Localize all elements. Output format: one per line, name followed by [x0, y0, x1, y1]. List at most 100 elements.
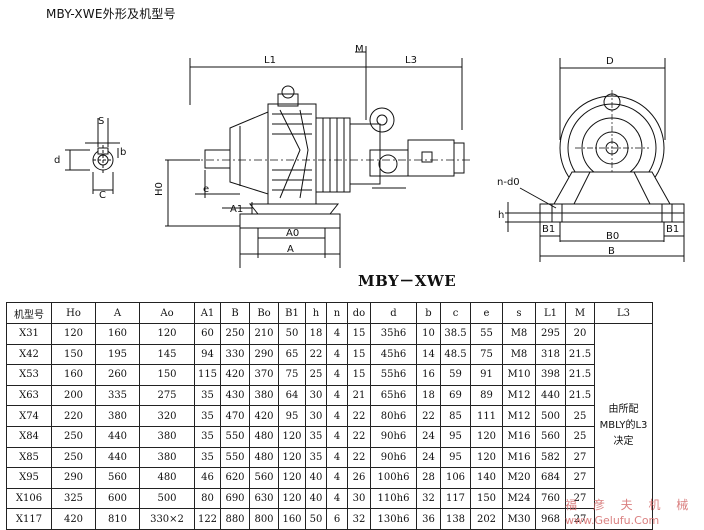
table-cell: 200: [51, 384, 96, 407]
table-cell: 115: [194, 364, 221, 386]
table-cell: 20: [565, 323, 595, 345]
table-cell: 4: [326, 487, 348, 510]
table-cell: 380: [95, 405, 140, 427]
table-header: d: [370, 302, 417, 324]
table-cell: 50: [305, 508, 327, 530]
table-cell: 22: [347, 425, 371, 448]
table-cell: 40: [305, 467, 327, 489]
table-cell: 195: [95, 343, 140, 366]
label-H0: H0: [154, 182, 165, 196]
table-cell: 27: [565, 467, 595, 489]
table-cell: 26: [347, 467, 371, 489]
table-cell: 89: [470, 384, 503, 407]
table-cell: 325: [51, 487, 96, 510]
table-cell: 620: [220, 467, 250, 489]
table-cell: X63: [6, 384, 52, 407]
table-cell: 27: [565, 446, 595, 469]
table-cell: 968: [535, 508, 566, 530]
table-cell: 560: [535, 425, 566, 448]
table-cell: 430: [220, 384, 250, 407]
table-cell: 35: [305, 446, 327, 469]
table-cell: 16: [416, 364, 441, 386]
watermark-url: www.Gelufu.Com: [565, 514, 660, 527]
table-cell: 330: [220, 343, 250, 366]
table-cell: 120: [278, 467, 306, 489]
table-cell: 295: [535, 323, 566, 345]
table-cell: 75: [278, 364, 306, 386]
table-cell: 684: [535, 467, 566, 489]
table-cell: 120: [51, 323, 96, 345]
table-header: Ho: [51, 302, 96, 324]
table-cell: 420: [249, 405, 279, 427]
table-cell: 4: [326, 467, 348, 489]
table-cell: 320: [139, 405, 195, 427]
label-d: d: [54, 155, 60, 166]
table-cell: M12: [502, 384, 536, 407]
table-cell: 55h6: [370, 364, 417, 386]
label-h: h: [498, 210, 504, 221]
table-cell: 760: [535, 487, 566, 510]
label-b: b: [120, 147, 126, 158]
table-cell: 145: [139, 343, 195, 366]
table-cell: 480: [249, 425, 279, 448]
table-cell: 69: [440, 384, 471, 407]
table-cell: 95: [440, 425, 471, 448]
table-cell: 560: [249, 467, 279, 489]
table-cell: 35: [194, 384, 221, 407]
table-cell: 160: [51, 364, 96, 386]
label-S: S: [98, 116, 104, 127]
table-cell: 250: [51, 446, 96, 469]
table-cell: M12: [502, 405, 536, 427]
table-cell: 59: [440, 364, 471, 386]
table-cell: 18: [416, 384, 441, 407]
table-cell: 4: [326, 425, 348, 448]
table-cell: M30: [502, 508, 536, 530]
table-cell: 130h6: [370, 508, 417, 530]
label-L3: L3: [405, 55, 417, 66]
table-cell: 55: [470, 323, 503, 345]
table-header-row: 机型号 Ho A Ao A1 B Bo B1 h n do d b c e s …: [6, 302, 653, 324]
table-cell: 150: [139, 364, 195, 386]
table-cell: 202: [470, 508, 503, 530]
table-cell: 4: [326, 384, 348, 407]
table-cell: 275: [139, 384, 195, 407]
label-D: D: [606, 56, 614, 67]
table-cell: 160: [278, 508, 306, 530]
label-M: M: [355, 44, 364, 55]
label-B1-right: B1: [666, 224, 679, 235]
table-cell: 32: [347, 508, 371, 530]
table-cell: 75: [470, 343, 503, 366]
table-cell: 91: [470, 364, 503, 386]
table-header: c: [440, 302, 471, 324]
table-header: s: [502, 302, 536, 324]
table-cell: 550: [220, 446, 250, 469]
table-cell: 330×2: [139, 508, 195, 530]
table-cell: 30: [305, 405, 327, 427]
table-cell: 420: [51, 508, 96, 530]
table-cell: M8: [502, 343, 536, 366]
table-cell: 6: [326, 508, 348, 530]
table-cell: 582: [535, 446, 566, 469]
table-header: n: [326, 302, 348, 324]
table-cell: 4: [326, 446, 348, 469]
table-header: B1: [278, 302, 306, 324]
table-cell: 65: [278, 343, 306, 366]
table-cell: 35: [194, 425, 221, 448]
table-cell: 32: [416, 487, 441, 510]
table-cell: M16: [502, 446, 536, 469]
l3-note-cell: 由所配 MBLY的L3 决定: [594, 323, 653, 530]
table-cell: 120: [278, 446, 306, 469]
table-cell: 60: [194, 323, 221, 345]
table-header: b: [416, 302, 441, 324]
table-cell: M24: [502, 487, 536, 510]
table-cell: 14: [416, 343, 441, 366]
table-cell: 22: [347, 405, 371, 427]
table-header: M: [565, 302, 595, 324]
label-L1: L1: [264, 55, 276, 66]
table-header: Bo: [249, 302, 279, 324]
table-header: L1: [535, 302, 566, 324]
